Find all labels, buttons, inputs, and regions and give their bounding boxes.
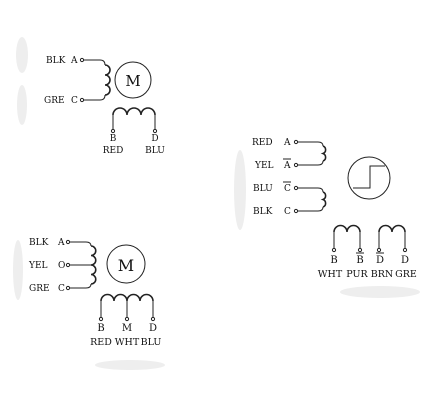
bottom-color-label: BLU: [141, 337, 162, 348]
pin-terminal-label: A: [283, 138, 291, 148]
bottom-color-label: RED: [103, 146, 124, 156]
pin-color-label: YEL: [254, 161, 274, 171]
diagram-two-phase-top: BLK A GRE C M B D RED BLU: [44, 56, 165, 156]
pin-terminal-label: C: [71, 96, 78, 106]
motor-label: M: [118, 256, 134, 275]
terminal-dot: [65, 239, 71, 245]
terminal-dot: [293, 139, 299, 145]
pin-color-label: GRE: [44, 96, 65, 106]
bottom-color-label: GRE: [395, 269, 417, 280]
motor-symbol: [347, 156, 391, 200]
pin-terminal-label: C: [58, 284, 65, 294]
bottom-terminal-label: D: [151, 134, 158, 144]
lead-wire: [298, 206, 324, 212]
terminal-dot: [152, 128, 158, 134]
lead-wire: [84, 59, 106, 66]
pin-color-label: BLK: [46, 56, 66, 66]
bottom-terminal-label: B: [97, 323, 104, 334]
pin-terminal-label: O: [58, 261, 65, 271]
vertical-coil: [90, 245, 97, 285]
pin-terminal-label-inverted: C: [284, 184, 291, 194]
bottom-color-label: BLU: [145, 146, 165, 156]
bottom-color-label: PUR: [346, 269, 368, 280]
bottom-terminal-label: D: [401, 255, 409, 266]
bottom-terminal-label: D: [149, 323, 157, 334]
bottom-terminal-label: B: [330, 255, 337, 266]
lead-wire: [298, 160, 324, 166]
lead-wire: [84, 94, 106, 101]
scan-smudges: [13, 37, 420, 370]
pin-terminal-label: A: [57, 238, 65, 248]
terminal-dot: [150, 316, 156, 322]
terminal-dot: [331, 247, 337, 253]
terminal-dot: [376, 247, 382, 253]
terminal-dot: [65, 285, 71, 291]
lead-wire: [298, 187, 324, 193]
vertical-coil: [320, 191, 327, 208]
bottom-terminal-label-inverted: D: [376, 255, 384, 266]
terminal-dot: [402, 247, 408, 253]
bottom-color-label: WHT: [318, 269, 343, 280]
motor-symbol: [106, 244, 146, 284]
terminal-dot: [79, 97, 85, 103]
diagram-bipolar-right: RED A YEL A BLU C BLK C B B: [252, 138, 417, 280]
bottom-terminal-label: M: [122, 323, 132, 334]
terminal-dot: [357, 247, 363, 253]
pin-terminal-label-inverted: A: [283, 161, 291, 171]
horizontal-coil: [378, 224, 406, 233]
bottom-terminal-label-inverted: B: [356, 255, 363, 266]
terminal-dot: [79, 57, 85, 63]
terminal-dot: [293, 162, 299, 168]
motor-label: M: [125, 72, 140, 90]
bottom-terminal-label: B: [110, 134, 117, 144]
terminal-dot: [98, 316, 104, 322]
bottom-color-label: RED: [90, 337, 112, 348]
motor-symbol: [114, 61, 152, 99]
terminal-dot: [293, 208, 299, 214]
pin-color-label: RED: [252, 138, 273, 148]
pin-terminal-label: C: [284, 207, 291, 217]
horizontal-coil: [333, 224, 361, 233]
vertical-coil: [320, 145, 327, 162]
terminal-dot: [65, 262, 71, 268]
pin-color-label: YEL: [28, 261, 48, 271]
terminal-dot: [293, 185, 299, 191]
pin-color-label: BLU: [253, 184, 273, 194]
terminal-dot: [124, 316, 130, 322]
step-symbol: [353, 165, 385, 189]
bottom-color-label: WHT: [115, 337, 140, 348]
pin-color-label: GRE: [29, 284, 50, 294]
terminal-dot: [110, 128, 116, 134]
horizontal-coil: [100, 293, 154, 302]
horizontal-coil: [112, 107, 156, 116]
diagram-center-tap-bottom: BLK A YEL O GRE C M B M D RED WHT BLU: [28, 238, 161, 348]
vertical-coil: [104, 64, 111, 96]
lead-wire: [70, 283, 92, 289]
pin-color-label: BLK: [253, 207, 273, 217]
pin-color-label: BLK: [29, 238, 49, 248]
lead-wire: [70, 241, 92, 247]
bottom-color-label: BRN: [371, 269, 393, 280]
lead-wire: [298, 141, 324, 147]
pin-terminal-label: A: [70, 56, 78, 66]
